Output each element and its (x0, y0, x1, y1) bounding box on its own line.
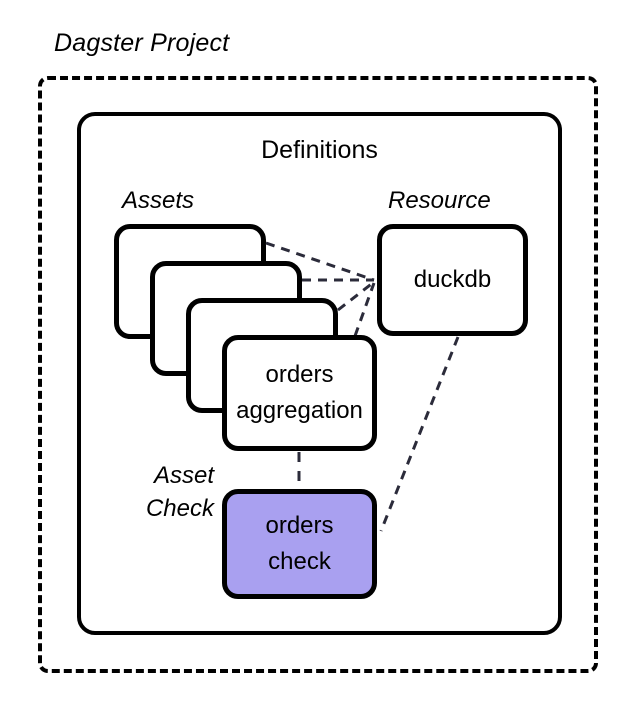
assets-section-label: Assets (122, 187, 195, 214)
resource-node-duckdb[interactable]: duckdb (377, 224, 528, 336)
orders-check-label-line1: orders (265, 512, 334, 539)
resource-section-label: Resource (388, 187, 491, 214)
project-title: Dagster Project (54, 29, 230, 57)
asset-check-node-orders-check[interactable]: orders check (222, 489, 377, 599)
asset-check-label-line1: Asset (153, 462, 214, 489)
orders-check-label-line2: check (268, 548, 331, 575)
asset-check-section-label: Asset Check (88, 459, 214, 525)
duckdb-label: duckdb (413, 266, 492, 293)
orders-aggregation-label-line1: orders (265, 361, 334, 388)
definitions-title: Definitions (261, 136, 378, 164)
asset-node-orders-aggregation[interactable]: orders aggregation (222, 335, 377, 451)
project-boundary (38, 76, 598, 673)
asset-check-label-line2: Check (145, 495, 214, 522)
orders-aggregation-label-line2: aggregation (236, 397, 363, 424)
